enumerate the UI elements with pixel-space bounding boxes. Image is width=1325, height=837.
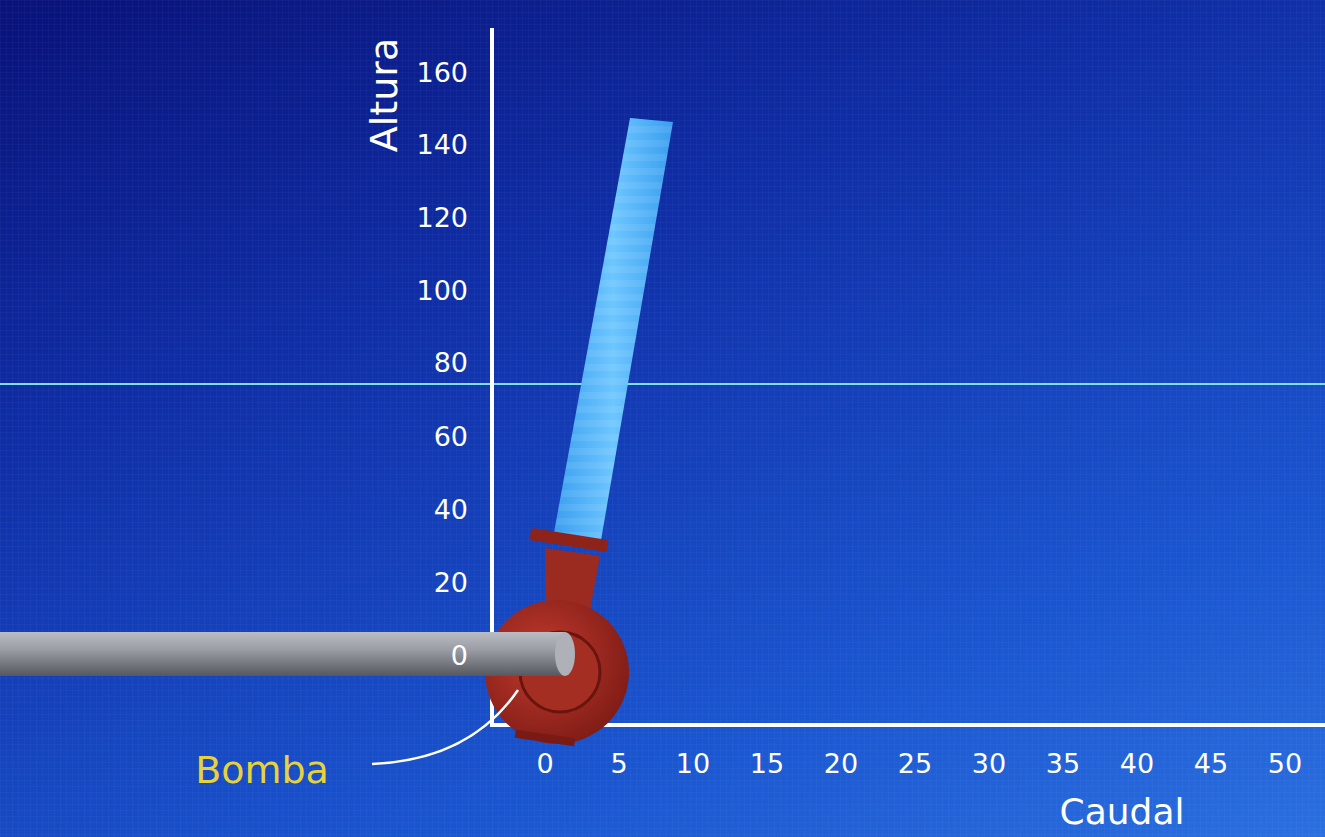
y-tick-label: 120 [416,204,468,231]
leader-line [372,690,518,764]
y-axis [490,28,494,726]
x-tick-label: 5 [610,750,627,777]
axis-title: Altura [365,38,403,152]
x-tick-label: 15 [750,750,784,777]
x-tick-label: 0 [536,750,553,777]
y-tick-label: 20 [434,569,468,596]
y-tick-label: 80 [434,349,468,376]
x-tick-label: 45 [1194,750,1228,777]
x-tick-label: 25 [898,750,932,777]
x-axis [490,723,1325,727]
axis-title: Caudal [1060,794,1185,830]
y-tick-label: 160 [416,59,468,86]
y-tick-label: 0 [451,642,468,669]
reference-line [0,383,1325,385]
x-tick-label: 30 [972,750,1006,777]
suction-pipe [0,632,575,676]
y-tick-label: 100 [416,277,468,304]
callout-label: Bomba [195,751,329,789]
x-tick-label: 40 [1120,750,1154,777]
x-tick-label: 10 [676,750,710,777]
water-column [553,118,673,546]
y-tick-label: 140 [416,131,468,158]
x-tick-label: 35 [1046,750,1080,777]
x-tick-label: 20 [824,750,858,777]
y-tick-label: 60 [434,423,468,450]
x-tick-label: 50 [1268,750,1302,777]
y-tick-label: 40 [434,496,468,523]
